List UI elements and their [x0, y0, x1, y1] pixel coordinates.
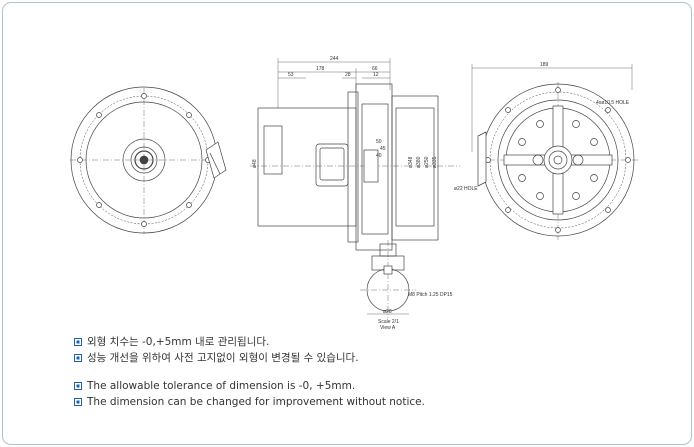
view-label: View A	[380, 325, 396, 331]
dim-45: 45	[380, 146, 386, 152]
dim-phi-d: ø250	[424, 156, 430, 168]
dim-53: 53	[288, 72, 294, 78]
square-bullet-icon	[74, 354, 82, 362]
dim-phi-e: ø335	[432, 156, 438, 168]
dim-28: 28	[345, 72, 351, 78]
square-bullet-icon	[74, 338, 82, 346]
thread-label: M8 Pitch 1.25 DP15	[408, 292, 453, 298]
note-text: 외형 치수는 -0,+5mm 내로 관리됩니다.	[87, 336, 270, 348]
dim-40: 40	[376, 153, 382, 159]
dimension-labels: 244 178 66 53 28 12 189 50 45 40 ø48 ø34…	[252, 56, 630, 331]
note-item: The dimension can be changed for improve…	[74, 396, 425, 409]
dim-50: 50	[376, 139, 382, 145]
scale-label: Scale 2/1	[378, 319, 399, 325]
note-text: The allowable tolerance of dimension is …	[87, 380, 356, 392]
note-item: The allowable tolerance of dimension is …	[74, 380, 355, 393]
dim-phi-a: ø48	[252, 159, 258, 168]
note-item: 외형 치수는 -0,+5mm 내로 관리됩니다.	[74, 336, 269, 349]
dim-178: 178	[316, 66, 325, 72]
dim-244: 244	[330, 56, 339, 62]
dim-66: 66	[372, 66, 378, 72]
front-view	[70, 86, 227, 234]
note-item: 성능 개선을 위하여 사전 고지없이 외형이 변경될 수 있습니다.	[74, 352, 359, 365]
dim-phi-c: ø380	[416, 156, 422, 168]
note-text: The dimension can be changed for improve…	[87, 396, 425, 408]
dim-189: 189	[540, 62, 549, 68]
shaft-dia-label: ø28	[383, 309, 392, 315]
rear-view	[471, 64, 640, 240]
hole-label-a: 4xø10.5 HOLE	[596, 100, 630, 106]
note-text: 성능 개선을 위하여 사전 고지없이 외형이 변경될 수 있습니다.	[87, 352, 359, 364]
dim-phi-b: ø348	[408, 156, 414, 168]
dim-12: 12	[373, 72, 379, 78]
square-bullet-icon	[74, 382, 82, 390]
side-view	[250, 58, 460, 318]
hole-label-b: ø22 HOLE	[454, 186, 478, 192]
square-bullet-icon	[74, 398, 82, 406]
